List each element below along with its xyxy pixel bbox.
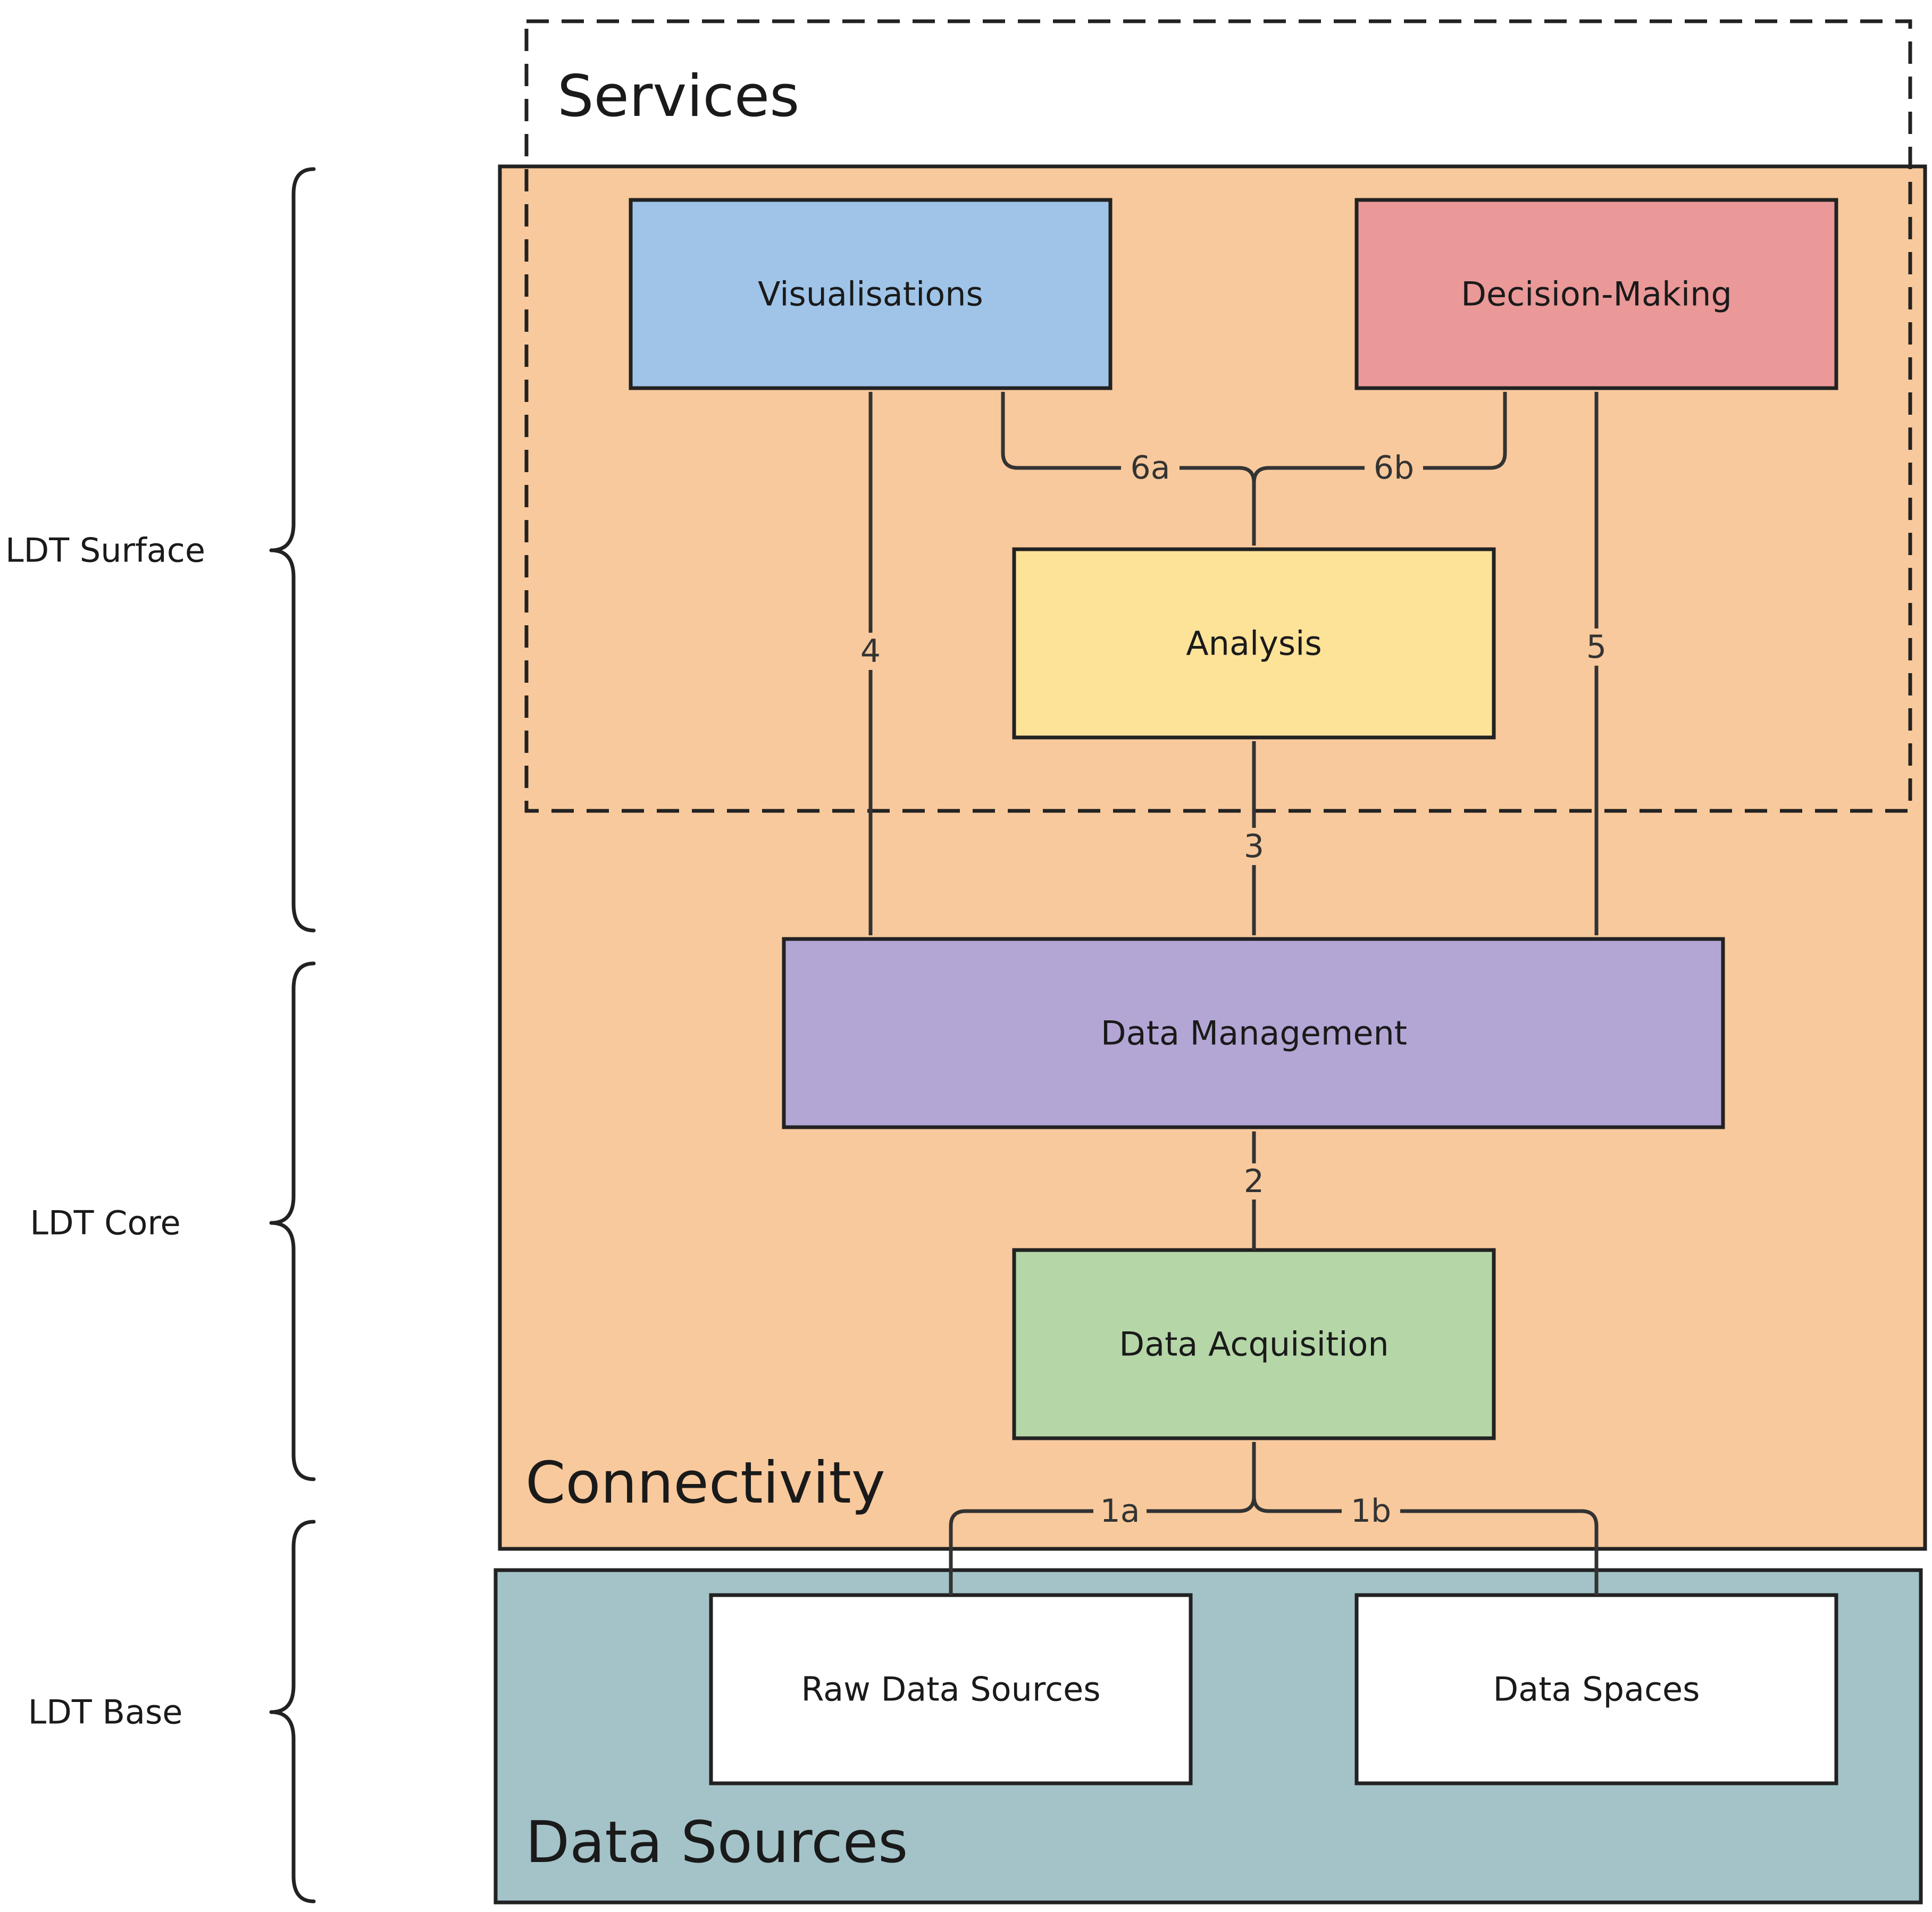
edge-label-2: 2 <box>1244 1163 1264 1200</box>
data-sources-title: Data Sources <box>525 1809 908 1876</box>
data-management-label: Data Management <box>1101 1014 1407 1053</box>
edge-label-6b: 6b <box>1374 449 1414 487</box>
services-region <box>524 19 1912 813</box>
edge-label-5: 5 <box>1586 628 1607 666</box>
layer-label-ldt-base: LDT Base <box>28 1693 183 1732</box>
edge-label-bg-2 <box>1238 1163 1270 1200</box>
edge-label-bg-4 <box>855 633 886 670</box>
edge-label-6a: 6a <box>1131 449 1170 487</box>
services-title: Services <box>557 63 799 130</box>
brace-ldt-surface <box>269 167 316 933</box>
data-management-box[interactable] <box>782 937 1725 1129</box>
data-acquisition-label: Data Acquisition <box>1119 1325 1389 1364</box>
edge-label-1a: 1a <box>1100 1492 1140 1530</box>
edge-label-bg-1b <box>1342 1494 1400 1528</box>
raw-data-sources-box[interactable] <box>709 1593 1193 1785</box>
edge-label-bg-6b <box>1365 451 1423 485</box>
visualisations-label: Visualisations <box>758 275 983 314</box>
edge-1b <box>1252 1441 1599 1595</box>
edge-label-bg-1a <box>1093 1494 1147 1528</box>
connectivity-title: Connectivity <box>525 1450 885 1516</box>
brace-ldt-core <box>269 961 316 1481</box>
data-spaces-box[interactable] <box>1354 1593 1838 1785</box>
brace-ldt-base <box>269 1520 316 1903</box>
edge-label-3: 3 <box>1244 828 1264 865</box>
visualisations-box[interactable] <box>629 198 1113 390</box>
edge-label-bg-3 <box>1238 828 1270 865</box>
raw-data-sources-label: Raw Data Sources <box>801 1670 1100 1709</box>
decision-making-box[interactable] <box>1354 198 1838 390</box>
decision-making-label: Decision-Making <box>1461 275 1732 314</box>
edge-label-bg-6a <box>1121 451 1180 485</box>
analysis-box[interactable] <box>1012 547 1496 740</box>
layer-label-ldt-surface: LDT Surface <box>5 531 205 570</box>
edge-label-4: 4 <box>860 633 881 670</box>
edge-label-1b: 1b <box>1351 1492 1391 1530</box>
analysis-label: Analysis <box>1186 624 1322 663</box>
data-spaces-label: Data Spaces <box>1493 1670 1700 1709</box>
layer-label-ldt-core: LDT Core <box>30 1204 180 1243</box>
edge-label-bg-5 <box>1580 628 1612 666</box>
